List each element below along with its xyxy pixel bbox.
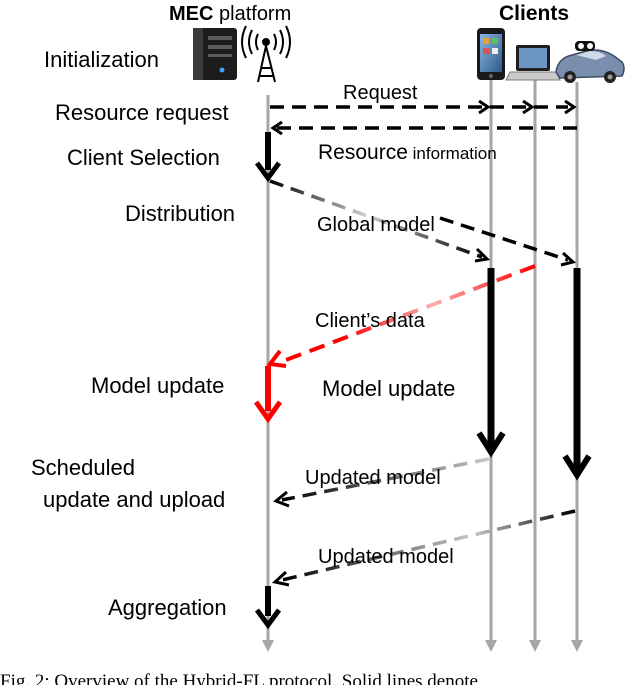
laptop-icon (505, 45, 561, 81)
updated-model-label-2: Updated model (318, 546, 454, 568)
clients-model-update-label: Model update (322, 376, 455, 401)
clients-data-arrow (266, 264, 536, 368)
updated-model-arrow-2 (271, 509, 576, 587)
smartphone-icon (477, 28, 505, 80)
car-model-update-arrow (562, 268, 592, 481)
clients-data-label: Client’s data (315, 310, 426, 332)
car-icon (555, 41, 625, 83)
phone-model-update-arrow (476, 268, 506, 458)
step-initialization: Initialization (44, 47, 159, 72)
step-model-update-server: Model update (91, 373, 224, 398)
client-selection-arrow (254, 132, 282, 183)
car-timeline-end-arrow (571, 640, 583, 652)
clients-label: Clients (499, 2, 569, 25)
figure-caption: Fig. 2: Overview of the Hybrid-FL protoc… (0, 671, 478, 685)
request-label: Request (343, 82, 418, 104)
step-distribution: Distribution (125, 201, 235, 226)
request-arrow (270, 99, 577, 115)
mec-platform-label: MEC platform (169, 3, 291, 25)
updated-model-label-1: Updated model (305, 467, 441, 489)
global-model-arrow (269, 179, 577, 267)
step-resource-request: Resource request (55, 100, 229, 125)
phone-timeline-end-arrow (485, 640, 497, 652)
global-model-label: Global model (317, 214, 435, 236)
step-aggregation: Aggregation (108, 595, 227, 620)
step-scheduled-line1: Scheduled (31, 455, 135, 480)
antenna-icon (241, 25, 291, 83)
step-scheduled-line2: update and upload (43, 487, 225, 512)
aggregation-arrow (254, 586, 282, 630)
laptop-timeline-end-arrow (529, 640, 541, 652)
resource-information-arrow (270, 120, 577, 136)
server-icon (193, 28, 237, 80)
updated-model-arrow-1 (273, 457, 490, 508)
resource-information-label: Resource information (318, 141, 497, 164)
step-client-selection: Client Selection (67, 145, 220, 170)
server-model-update-arrow (253, 366, 283, 424)
mec-timeline-end-arrow (262, 640, 274, 652)
